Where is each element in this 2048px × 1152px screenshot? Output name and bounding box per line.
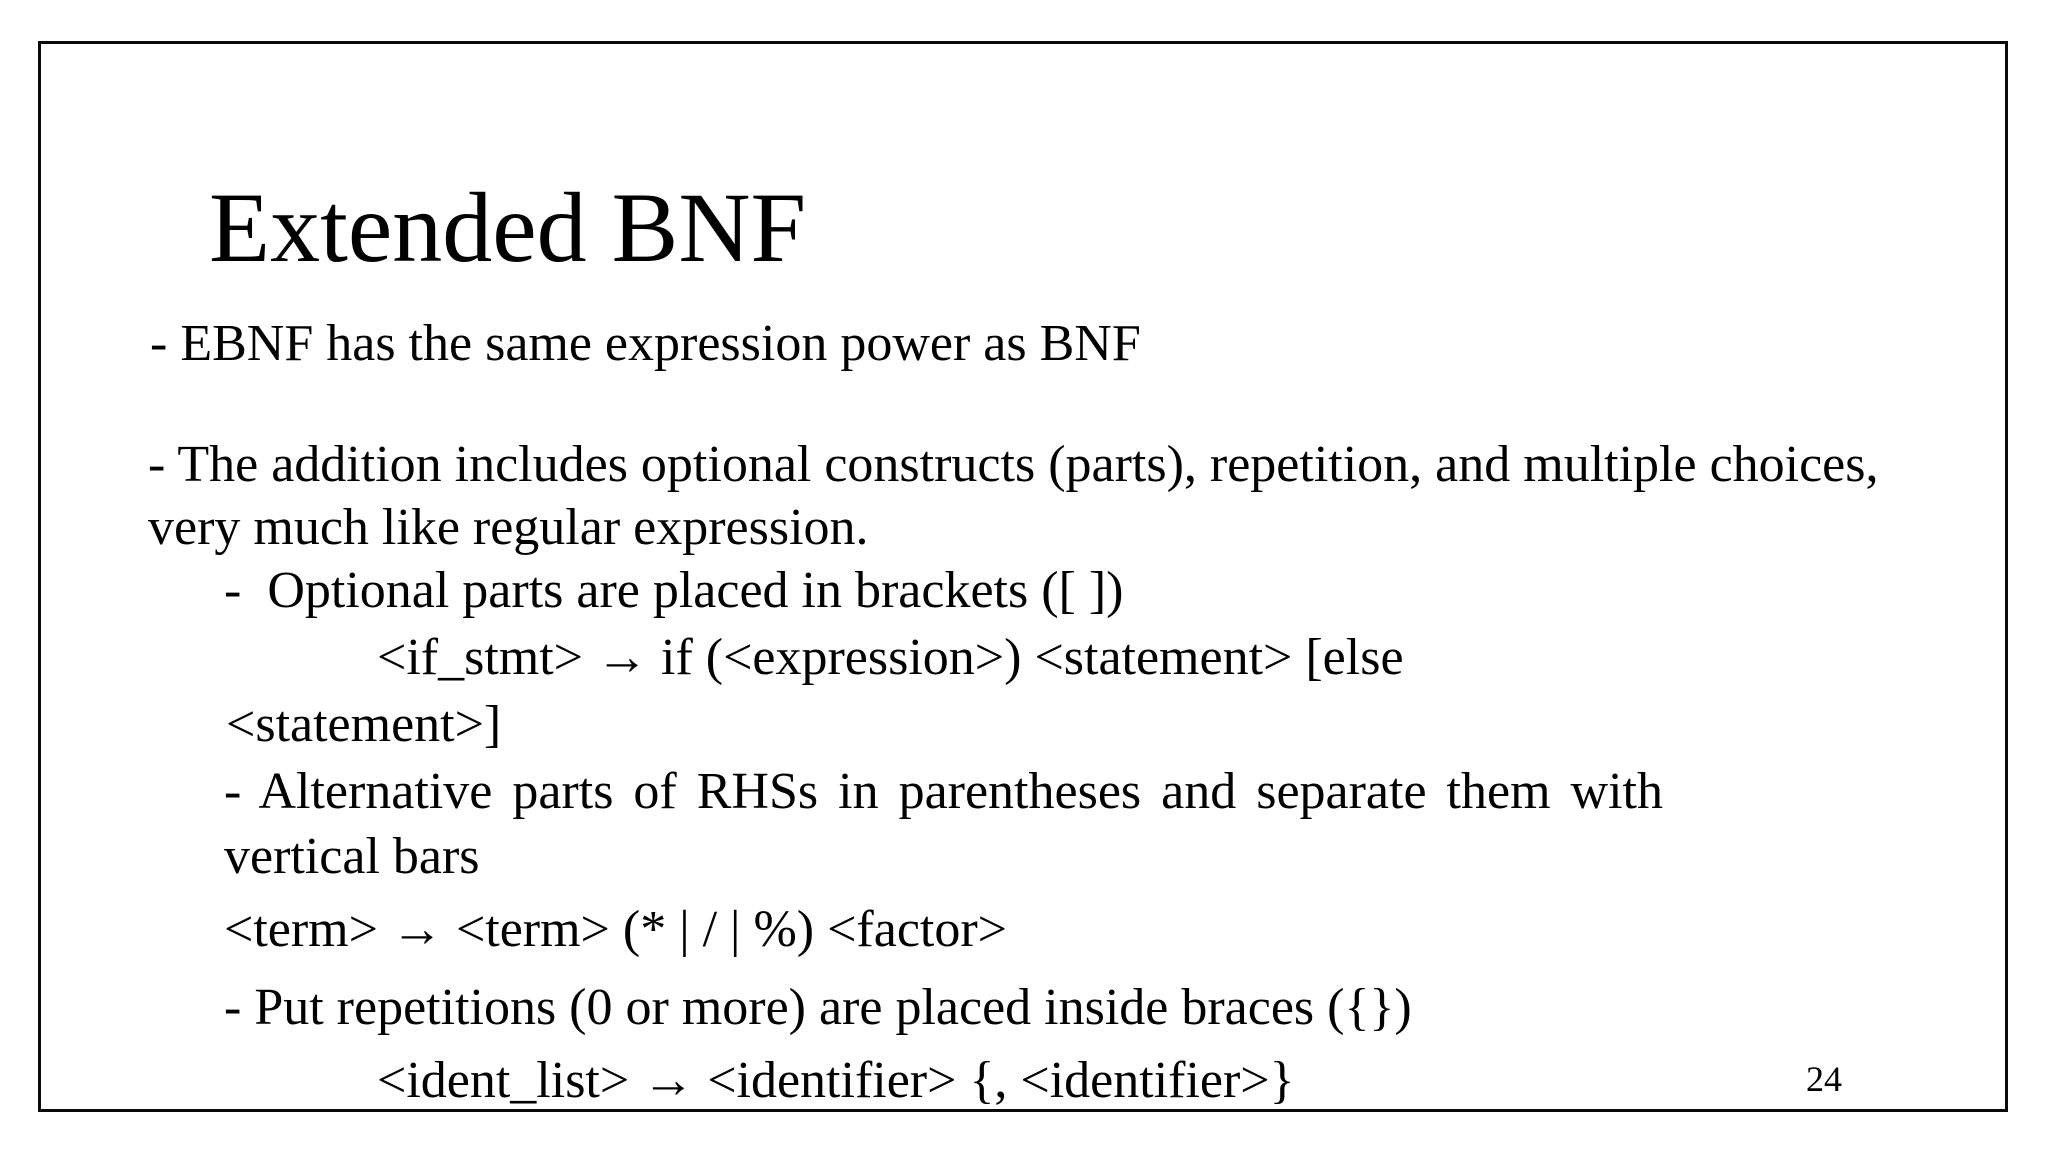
grammar-rule-if-stmt-line1: <if_stmt> → if (<expression>) <statement… xyxy=(377,629,1404,686)
grammar-rule-if-stmt-line2: <statement>] xyxy=(226,696,502,753)
bullet-addition-line1: - The addition includes optional constru… xyxy=(148,436,1879,493)
slide-title: Extended BNF xyxy=(209,172,807,283)
subbullet-repetitions-braces: - Put repetitions (0 or more) are placed… xyxy=(224,979,1412,1036)
slide-border xyxy=(38,41,2008,1112)
subbullet-optional-brackets: - Optional parts are placed in brackets … xyxy=(224,562,1124,619)
subbullet-alternative-line1: - Alternative parts of RHSs in parenthes… xyxy=(224,763,1663,820)
subbullet-alternative-line2: vertical bars xyxy=(224,828,480,885)
bullet-addition-line2: very much like regular expression. xyxy=(148,499,869,556)
bullet-ebnf-power: - EBNF has the same expression power as … xyxy=(150,315,1141,372)
grammar-rule-ident-list: <ident_list> → <identifier> {, <identifi… xyxy=(377,1052,1295,1109)
page-number: 24 xyxy=(1806,1059,1842,1099)
grammar-rule-term: <term> → <term> (* | / | %) <factor> xyxy=(224,901,1007,958)
